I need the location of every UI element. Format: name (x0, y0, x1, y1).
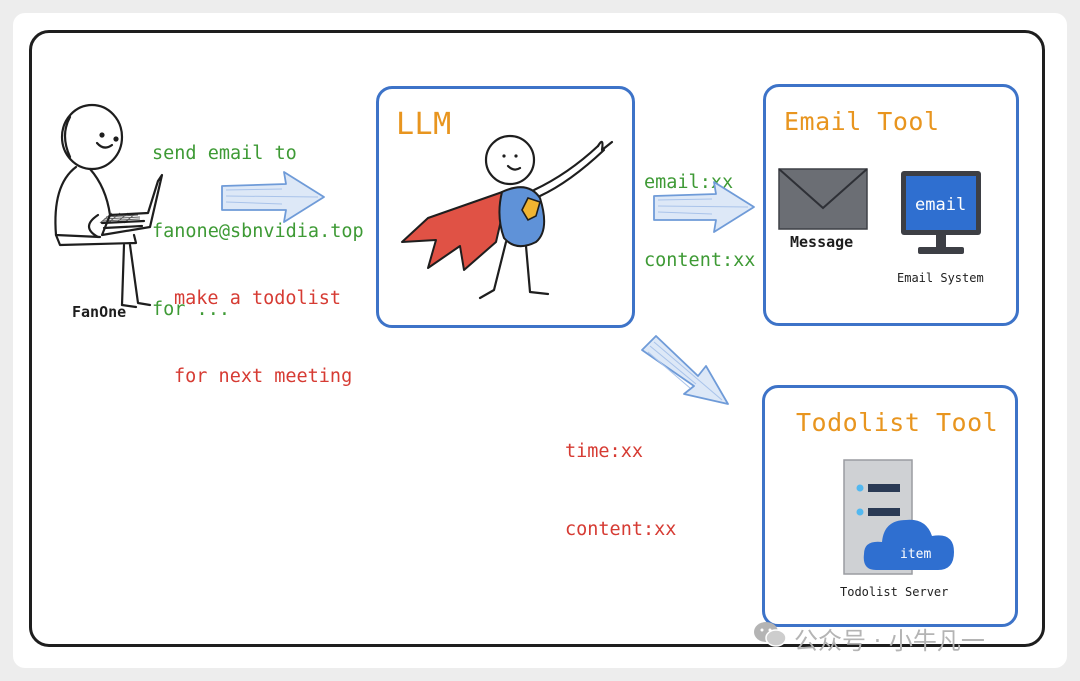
todolist-server-label: Todolist Server (840, 585, 949, 599)
email-request-line-3: for ... (152, 299, 230, 320)
email-request-line-1: send email to (152, 143, 297, 164)
email-system-label: Email System (897, 271, 984, 285)
email-param-line-1: email:xx (644, 172, 734, 193)
wechat-logo-icon (754, 622, 787, 647)
diagram-frame (29, 30, 1045, 647)
arrow-user-to-llm-icon (221, 171, 325, 223)
todo-request-line-2: for next meeting (174, 366, 353, 387)
message-label: Message (790, 233, 854, 251)
user-figure-icon (54, 103, 164, 309)
todolist-tool-title: Todolist Tool (796, 408, 999, 437)
llm-title: LLM (396, 107, 452, 142)
server-icon (843, 459, 954, 575)
todolist-param-line-2: content:xx (565, 519, 677, 540)
todolist-params-text: time:xx content:xx (565, 387, 676, 569)
arrow-llm-to-email-icon (653, 181, 755, 233)
watermark-text: 公众号 · 小牛凡一 (794, 627, 985, 655)
email-params-text: email:xx content:xx (644, 118, 755, 300)
envelope-icon (778, 168, 868, 230)
todolist-param-line-1: time:xx (565, 441, 643, 462)
superhero-icon (401, 134, 614, 300)
email-tool-title: Email Tool (784, 107, 940, 136)
todo-request-line-1: make a todolist (174, 288, 342, 309)
arrow-llm-to-todolist-icon (641, 335, 729, 405)
todo-request-text: make a todolist for next meeting (174, 234, 352, 416)
cloud-text: item (900, 547, 932, 562)
email-request-text: send email to fanone@sbnvidia.top for ..… (152, 89, 364, 349)
email-request-line-2: fanone@sbnvidia.top (152, 221, 364, 242)
monitor-text: email (915, 195, 967, 215)
monitor-icon (901, 171, 981, 254)
user-name-label: FanOne (72, 303, 127, 321)
email-param-line-2: content:xx (644, 250, 756, 271)
